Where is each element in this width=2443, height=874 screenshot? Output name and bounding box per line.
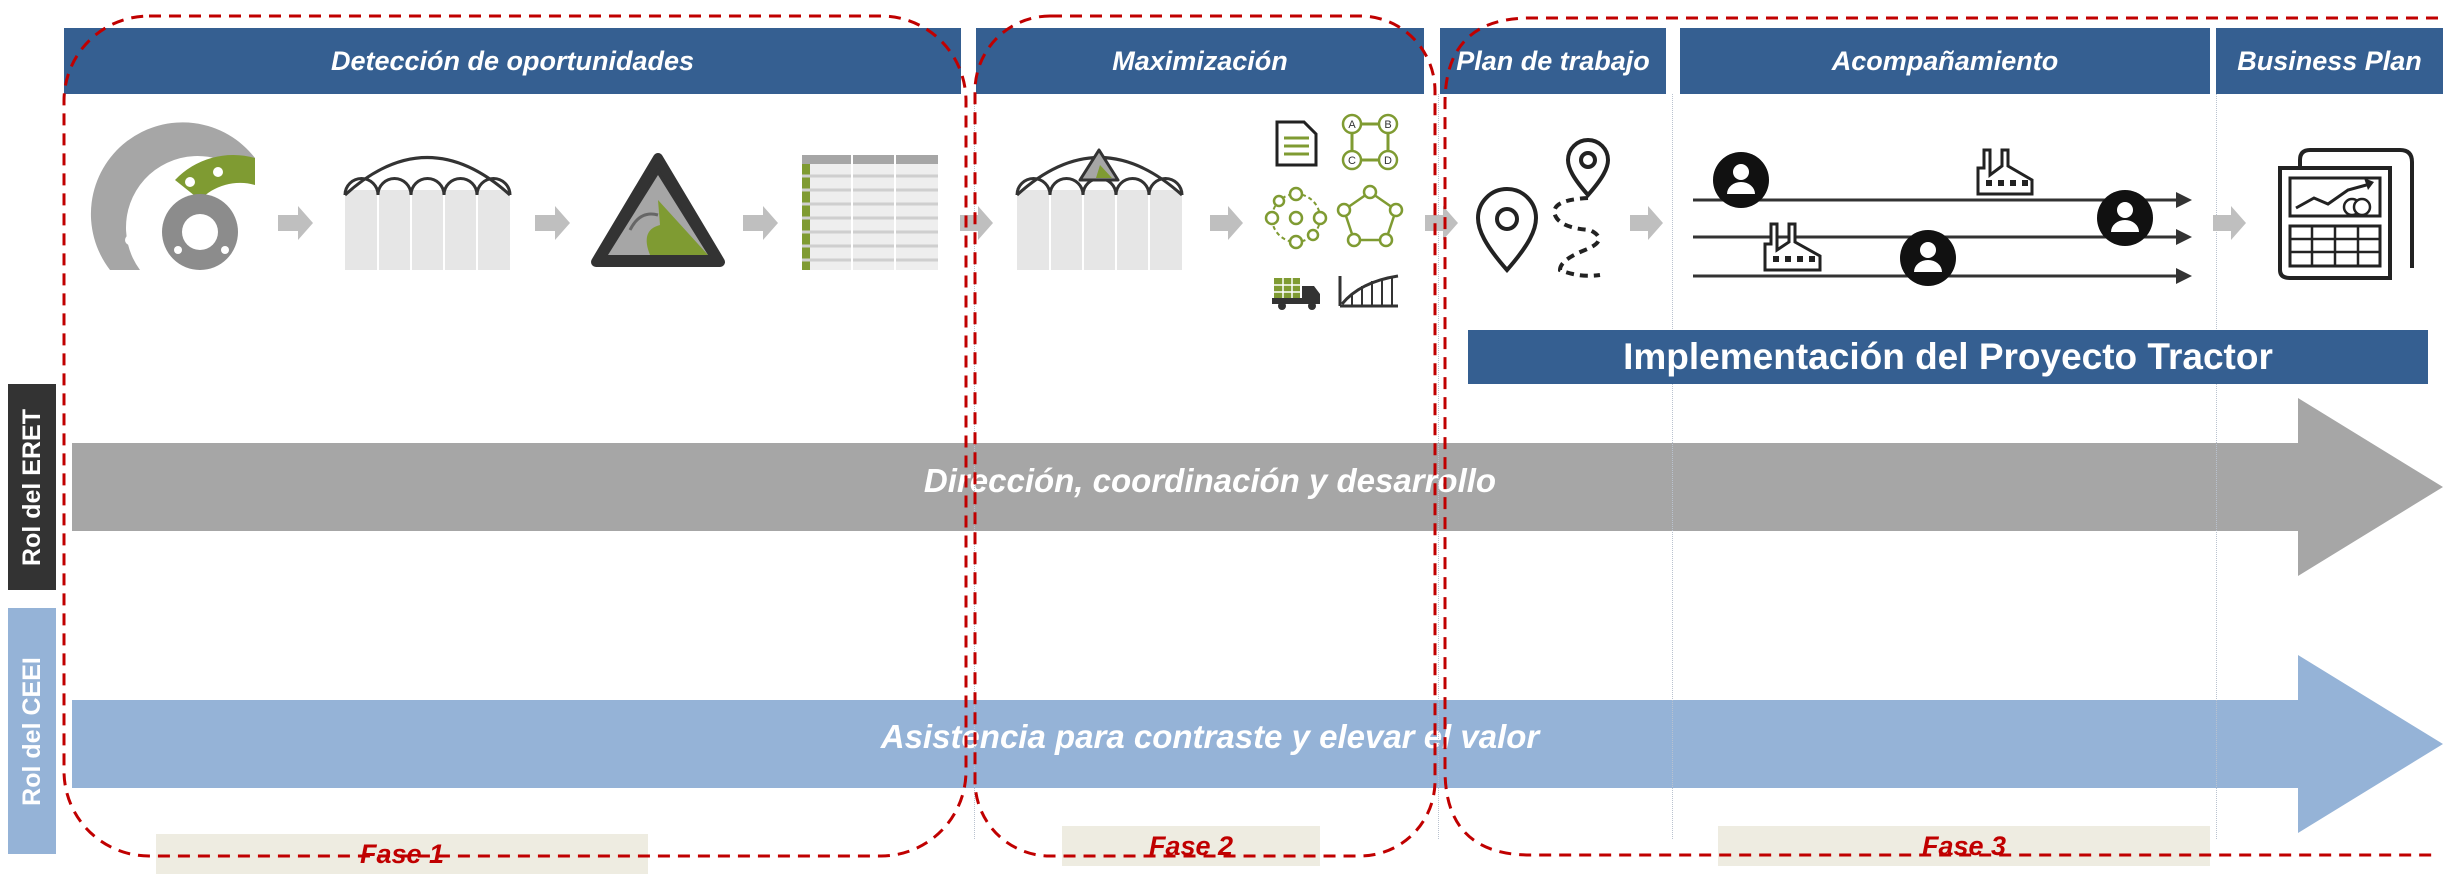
roadmap-location-icon [1475,138,1611,278]
flow-arrow-icon [2213,206,2246,240]
process-table-icon [802,155,938,270]
separator-4 [2216,94,2217,839]
flow-arrow-icon [1210,206,1243,240]
pentagon-network-icon [1336,184,1404,248]
header-maximizacion: Maximización [976,28,1424,94]
person-icon [2097,190,2153,246]
network-cluster-icon [1264,186,1328,250]
flow-arrow-icon [278,206,313,240]
header-acompanamiento: Acompañamiento [1680,28,2210,94]
accompaniment-timeline [1693,148,2192,286]
abc-letter-a: A [1348,119,1356,131]
flow-arrow-icon [1425,206,1458,240]
abc-letter-d: D [1384,155,1392,167]
factory-icon [1763,222,1822,272]
delivery-truck-icon [1272,278,1320,310]
role-ceei-tab: Rol del CEEI [8,608,56,854]
abc-letter-c: C [1348,155,1356,167]
header-deteccion: Detección de oportunidades [64,28,961,94]
flow-arrow-icon [535,206,570,240]
phase-2-outline [973,14,1437,858]
ceei-band-arrow [72,655,2443,833]
person-icon [1713,152,1769,208]
process-spiral-icon [90,122,255,270]
role-eret-tab: Rol del ERET [8,384,56,590]
flow-arrow-icon [1630,206,1663,240]
implementation-banner: Implementación del Proyecto Tractor [1468,330,2428,384]
growth-chart-icon [1338,274,1399,308]
header-plan-de-trabajo: Plan de trabajo [1440,28,1666,94]
phase-1-outline [62,14,968,858]
document-icon [1275,120,1318,167]
phase-3-outline [1443,16,2438,857]
eret-band-text: Dirección, coordinación y desarrollo [923,462,1497,499]
abcd-network-icon: A B C D [1341,113,1399,171]
abc-letter-b: B [1384,119,1391,131]
separator-1 [974,94,975,839]
separator-2 [1438,94,1439,839]
maximizacion-dome-icon [1015,148,1184,270]
ceei-band-text: Asistencia para contraste y elevar el va… [880,718,1540,755]
phase-1-label: Fase 1 [156,834,648,874]
person-icon [1900,230,1956,286]
business-plan-icon [2278,148,2414,280]
eret-band-arrow [72,398,2443,576]
process-dome-icon [343,156,512,270]
flow-arrow-icon [743,206,778,240]
phase-3-label: Fase 3 [1718,826,2210,866]
header-business-plan: Business Plan [2216,28,2443,94]
separator-3 [1672,94,1673,839]
process-puzzle-icon [591,153,725,267]
factory-icon [1976,148,2034,196]
